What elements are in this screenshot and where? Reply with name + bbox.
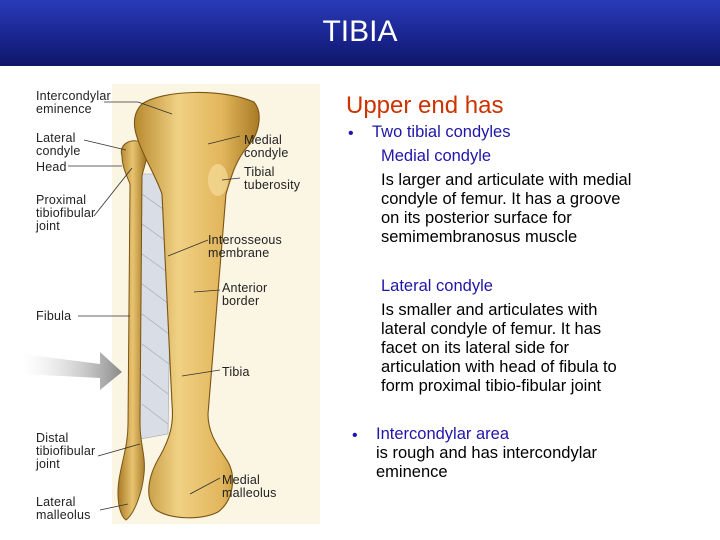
label-medial-malleolus: Medial malleolus — [222, 473, 277, 500]
lateral-line-3: facet on its lateral side for — [381, 339, 570, 357]
label-lateral-malleolus: Lateral malleolus — [36, 495, 91, 522]
label-lateral-condyle: Lateral condyle — [36, 131, 81, 158]
label-interosseous-membrane: Interosseous membrane — [208, 233, 282, 260]
bullet-dot-1: • — [348, 125, 354, 142]
bullet2-line-2: eminence — [376, 463, 448, 481]
bullet2-title: Intercondylar area — [376, 425, 509, 443]
label-medial-condyle: Medial condyle — [244, 133, 289, 160]
tibia-bone — [133, 91, 260, 519]
label-anterior-border: Anterior border — [222, 281, 268, 308]
lateral-line-2: lateral condyle of femur. It has — [381, 320, 602, 338]
label-tibia: Tibia — [222, 365, 250, 379]
label-intercondylar-eminence: Intercondylar eminence — [36, 89, 111, 116]
lateral-condyle-title: Lateral condyle — [381, 277, 493, 295]
lateral-line-1: Is smaller and articulates with — [381, 301, 598, 319]
label-tibial-tuberosity: Tibial tuberosity — [244, 165, 301, 192]
medial-line-2: condyle of femur. It has a groove — [381, 190, 621, 208]
medial-condyle-title: Medial condyle — [381, 147, 492, 165]
medial-line-3: on its posterior surface for — [381, 209, 572, 227]
label-distal-tibiofibular-joint: Distal tibiofibular joint — [36, 431, 96, 471]
bullet2-line-1: is rough and has intercondylar — [376, 444, 598, 462]
lateral-line-5: form proximal tibio-fibular joint — [381, 377, 602, 395]
bullet1-title: Two tibial condyles — [372, 123, 511, 141]
label-fibula: Fibula — [36, 309, 72, 323]
bone-drawing — [22, 84, 320, 524]
slide-title: TIBIA — [322, 15, 398, 48]
lateral-line-4: articulation with head of fibula to — [381, 358, 617, 376]
title-bar: TIBIA — [0, 0, 720, 66]
section-heading: Upper end has — [346, 92, 504, 119]
medial-line-4: semimembranosus muscle — [381, 228, 578, 246]
bullet-dot-2: • — [352, 427, 358, 444]
medial-line-1: Is larger and articulate with medial — [381, 171, 632, 189]
tibia-fibula-illustration: Intercondylar eminence Lateral condyle H… — [22, 84, 320, 524]
pointer-arrow — [22, 352, 122, 390]
label-proximal-tibiofibular-joint: Proximal tibiofibular joint — [36, 193, 96, 233]
label-head: Head — [36, 160, 67, 174]
